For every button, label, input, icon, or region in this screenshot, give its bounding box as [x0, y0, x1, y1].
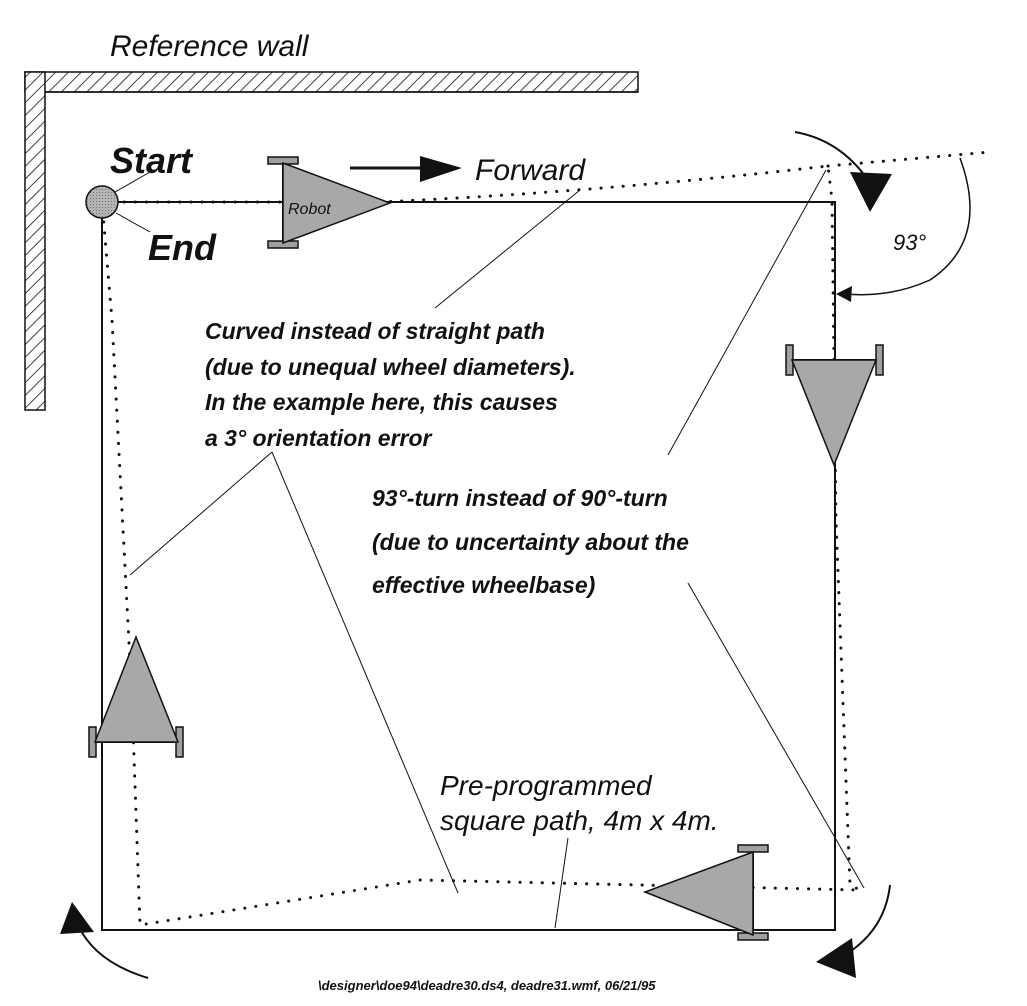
reference-wall: [24, 71, 639, 411]
turn-note-line-1: 93°-turn instead of 90°-turn: [372, 485, 668, 511]
turn-arrow-bottom-right: [816, 884, 891, 978]
preprog-leader: [554, 837, 569, 929]
curved-note-line-4: a 3° orientation error: [205, 425, 433, 451]
start-end-marker: [85, 185, 119, 219]
forward-label: Forward: [475, 154, 586, 187]
start-label: Start: [110, 140, 194, 181]
robot-bottom: [642, 844, 769, 941]
turn-note-line-2: (due to uncertainty about the: [372, 529, 689, 555]
robot-right: [785, 344, 884, 468]
curved-note-leader: [434, 189, 581, 309]
turn-arrow-top-right: [794, 131, 892, 212]
robot-label: Robot: [288, 201, 331, 218]
footer-filepath: \designer\doe94\deadre30.ds4, deadre31.w…: [318, 978, 656, 993]
heading-reference-dotted-line: [826, 150, 992, 168]
turn-arrow-bottom-left: [60, 902, 149, 979]
end-label: End: [148, 227, 217, 268]
turn-note-leader-bottom: [687, 582, 865, 889]
curved-note-line-3: In the example here, this causes: [205, 389, 558, 415]
angle-label: 93°: [893, 230, 926, 255]
curved-note-line-2: (due to unequal wheel diameters).: [205, 354, 576, 380]
orientation-leader-left: [129, 451, 273, 576]
angle-arc-93: [836, 157, 971, 302]
reference-wall-label: Reference wall: [110, 30, 310, 63]
turn-note-leader-top: [667, 169, 827, 456]
robot-left: [88, 634, 184, 758]
start-leader: [114, 171, 151, 193]
orientation-leader-bottom: [271, 451, 459, 894]
curved-note-line-1: Curved instead of straight path: [205, 318, 545, 344]
turn-note-line-3: effective wheelbase): [372, 572, 595, 598]
preprog-line-1: Pre-programmed: [440, 770, 653, 801]
forward-arrow: [350, 156, 462, 182]
robot-top: Robot: [267, 156, 393, 249]
end-leader: [115, 212, 151, 233]
preprog-line-2: square path, 4m x 4m.: [440, 805, 719, 836]
preprogrammed-square-path: [101, 201, 836, 931]
